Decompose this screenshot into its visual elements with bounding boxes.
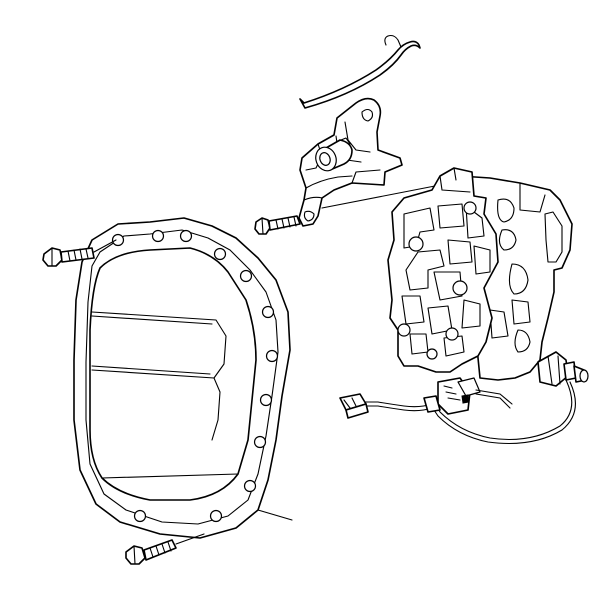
harness-connector [339, 393, 369, 419]
solenoid-wiring-harness [363, 377, 576, 445]
detent-roller [315, 137, 353, 172]
manual-shaft-link [299, 34, 421, 109]
side-cover-bolt-upper [42, 239, 117, 267]
valve-body [387, 167, 573, 381]
bracket-bolt [254, 215, 301, 235]
detent-spring-bracket [298, 97, 403, 227]
bracket-alignment-line [321, 184, 441, 209]
solenoid [537, 351, 589, 387]
side-cover-bolt-lower [125, 533, 205, 565]
side-cover [73, 217, 293, 539]
